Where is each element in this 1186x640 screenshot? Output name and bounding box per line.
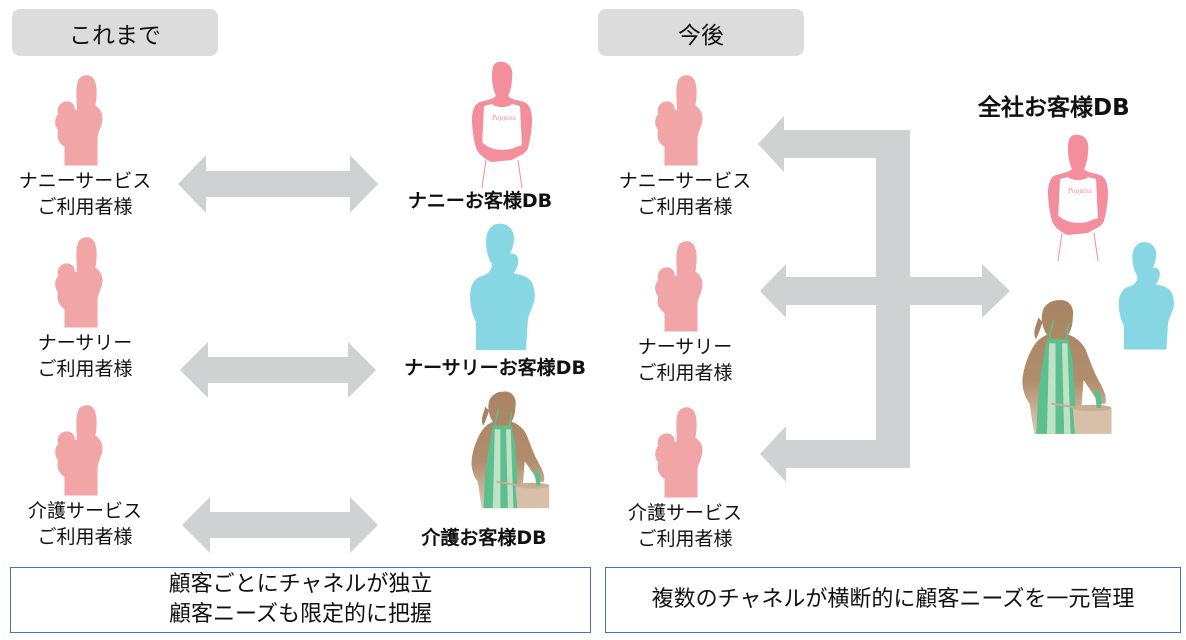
mother-with-baby-icon — [650, 402, 712, 500]
arrow-head-mid-right — [982, 264, 1010, 318]
arrow-branch-mid-left — [786, 277, 910, 305]
before-customer-care: 介護サービス ご利用者様 — [0, 400, 170, 550]
after-header: 今後 — [598, 9, 804, 56]
arrow-head-mid-left — [760, 264, 786, 318]
mother-with-baby-icon — [50, 232, 112, 330]
after-summary-box: 複数のチャネルが横断的に顧客ニーズを一元管理 — [605, 567, 1181, 633]
after-customer-care: 介護サービス ご利用者様 — [600, 402, 770, 552]
db-label-nursery: ナーサリーお客様DB — [404, 357, 586, 379]
after-header-label: 今後 — [678, 22, 724, 49]
before-summary-box: 顧客ごとにチャネルが独立 顧客ニーズも限定的に把握 — [10, 567, 591, 633]
before-summary-line1: 顧客ごとにチャネルが独立 — [168, 572, 433, 597]
customer-label-line2: ご利用者様 — [637, 196, 733, 218]
customer-label-line1: 介護サービス — [27, 500, 142, 522]
customer-label-line2: ご利用者様 — [37, 526, 133, 548]
before-header-label: これまで — [69, 22, 161, 49]
care-staff-icon — [456, 388, 556, 510]
nursery-staff-icon — [462, 222, 542, 352]
customer-label-line1: ナーサリー — [37, 332, 133, 354]
customer-label-line1: ナニーサービス — [18, 170, 152, 192]
after-customer-nursery: ナーサリー ご利用者様 — [600, 236, 770, 386]
care-staff-icon — [1006, 296, 1118, 436]
before-header: これまで — [12, 9, 218, 56]
arrow-branch-top — [784, 130, 910, 158]
double-arrow-nursery — [180, 342, 376, 398]
nanny-staff-icon — [462, 60, 542, 190]
after-summary-line1: 複数のチャネルが横断的に顧客ニーズを一元管理 — [651, 587, 1135, 612]
db-label-care: 介護お客様DB — [421, 527, 547, 549]
mother-with-baby-icon — [50, 70, 112, 168]
branching-arrow — [758, 116, 1010, 482]
customer-label-line2: ご利用者様 — [37, 358, 133, 380]
before-summary-line2: 顧客ニーズも限定的に把握 — [169, 602, 432, 627]
arrow-head-top — [758, 116, 784, 172]
customer-label-line2: ご利用者様 — [637, 362, 733, 384]
mother-with-baby-icon — [650, 236, 712, 334]
double-arrow-nanny — [178, 155, 378, 213]
nursery-staff-icon — [1112, 230, 1180, 362]
after-customer-nanny: ナニーサービス ご利用者様 — [600, 70, 770, 220]
customer-label-line2: ご利用者様 — [637, 528, 733, 550]
arrow-head-bottom — [760, 426, 786, 482]
customer-label-line1: ナニーサービス — [618, 170, 752, 192]
customer-label-line1: ナーサリー — [637, 336, 733, 358]
nanny-staff-icon — [1038, 128, 1118, 268]
customer-label-line2: ご利用者様 — [37, 196, 133, 218]
mother-with-baby-icon — [50, 400, 112, 498]
company-db-title: 全社お客様DB — [978, 95, 1130, 121]
arrow-branch-bottom — [786, 440, 910, 468]
arrow-branch-mid-right — [910, 277, 982, 305]
double-arrow-care — [182, 497, 378, 553]
before-customer-nanny: ナニーサービス ご利用者様 — [0, 70, 170, 220]
customer-label-line1: 介護サービス — [627, 502, 742, 524]
db-label-nanny: ナニーお客様DB — [407, 190, 553, 212]
mother-with-baby-icon — [650, 70, 712, 168]
before-customer-nursery: ナーサリー ご利用者様 — [0, 232, 170, 382]
